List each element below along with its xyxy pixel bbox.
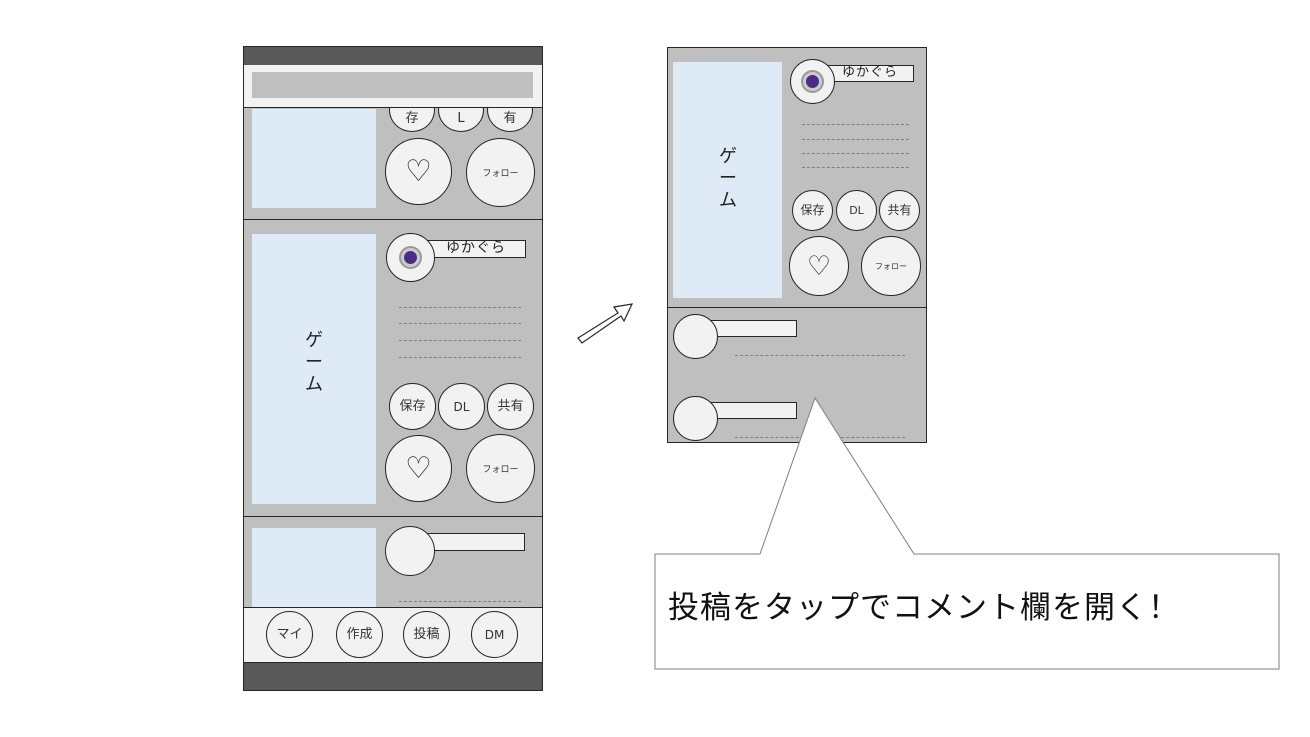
follow-button[interactable]: フォロー <box>466 138 535 207</box>
avatar-icon <box>803 72 822 91</box>
save-button[interactable]: 保存 <box>389 383 436 430</box>
post-image[interactable] <box>252 528 376 607</box>
divider <box>244 516 542 517</box>
post-image[interactable] <box>252 109 376 208</box>
post-image-label: ゲーム <box>305 330 323 395</box>
post-image[interactable] <box>673 62 782 298</box>
like-button[interactable]: ♡ <box>789 236 849 296</box>
comment-text <box>735 355 905 356</box>
username-box[interactable]: ゆかぐら <box>827 65 914 82</box>
avatar-icon <box>401 248 420 267</box>
post-image[interactable] <box>252 234 376 504</box>
text-placeholder <box>399 340 521 341</box>
nav-my-button[interactable]: マイ <box>266 611 313 658</box>
text-placeholder <box>802 153 909 154</box>
text-placeholder <box>802 139 909 140</box>
like-button[interactable]: ♡ <box>385 435 452 502</box>
post-image-label: ゲーム <box>719 146 737 211</box>
comment-avatar[interactable] <box>673 314 718 359</box>
callout-text: 投稿をタップでコメント欄を開く！ <box>668 590 1180 626</box>
nav-create-button[interactable]: 作成 <box>336 611 383 658</box>
text-placeholder <box>399 601 521 602</box>
download-button[interactable]: DL <box>836 190 877 231</box>
text-placeholder <box>802 167 909 168</box>
save-button[interactable]: 保存 <box>792 190 833 231</box>
avatar[interactable] <box>790 59 835 104</box>
follow-button[interactable]: フォロー <box>466 434 535 503</box>
text-placeholder <box>802 124 909 125</box>
nav-dm-button[interactable]: DM <box>471 611 518 658</box>
arrow-icon <box>577 303 634 344</box>
share-button[interactable]: 共有 <box>879 190 920 231</box>
avatar[interactable] <box>386 233 435 282</box>
text-placeholder <box>399 357 521 358</box>
divider <box>244 219 542 220</box>
status-bar <box>244 47 542 65</box>
share-button[interactable]: 共有 <box>487 383 534 430</box>
comment-avatar[interactable] <box>673 396 718 441</box>
avatar[interactable] <box>385 526 435 576</box>
like-button[interactable]: ♡ <box>385 138 452 205</box>
home-bar <box>244 662 542 690</box>
text-placeholder <box>399 307 521 308</box>
nav-post-button[interactable]: 投稿 <box>403 611 450 658</box>
username-box[interactable]: ゆかぐら <box>425 240 526 258</box>
text-placeholder <box>399 323 521 324</box>
search-bar-overlay <box>252 72 533 98</box>
download-button[interactable]: DL <box>438 383 485 430</box>
divider <box>668 307 926 308</box>
follow-button[interactable]: フォロー <box>861 236 921 296</box>
